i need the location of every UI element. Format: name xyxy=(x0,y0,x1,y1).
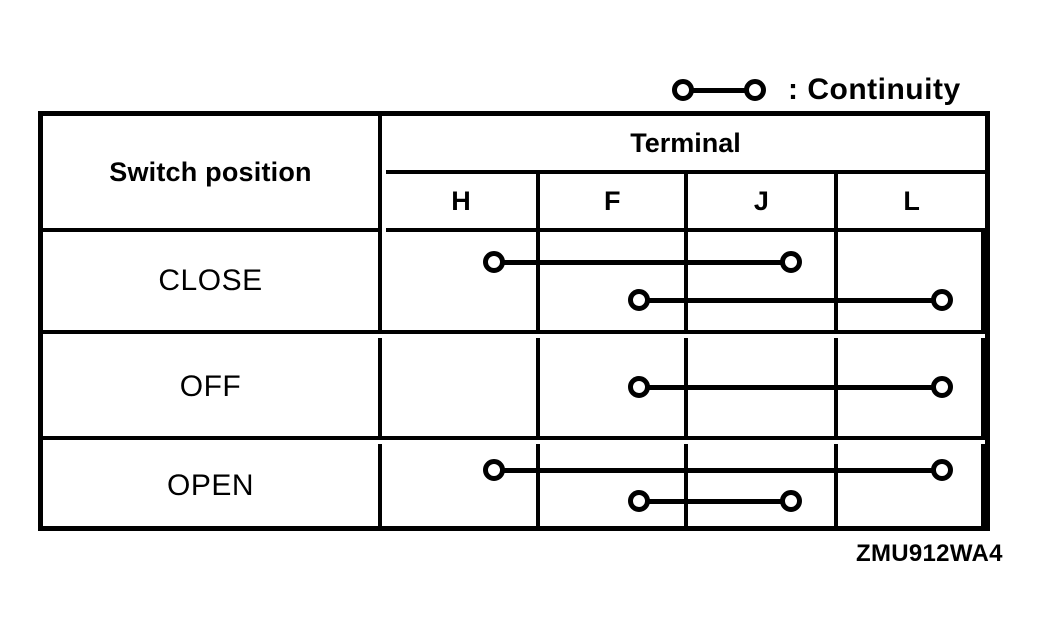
table-row: OFF xyxy=(43,338,985,440)
column-header-terminal-h: H xyxy=(386,174,540,228)
cell-close-j xyxy=(688,232,839,330)
cell-close-l xyxy=(838,232,985,330)
cell-close-f xyxy=(540,232,689,330)
table-row: CLOSE xyxy=(43,232,985,334)
cell-off-l xyxy=(838,338,985,436)
continuity-legend: : Continuity xyxy=(672,66,992,114)
row-cells-close xyxy=(386,232,985,330)
row-cells-off xyxy=(386,338,985,436)
cell-close-h xyxy=(386,232,540,330)
terminal-column-headers: H F J L xyxy=(386,174,985,232)
column-header-terminal-f: F xyxy=(540,174,689,228)
row-cells-open xyxy=(386,444,985,527)
switch-continuity-table: Switch position Terminal H F J L CLOSE O… xyxy=(38,111,990,531)
cell-off-h xyxy=(386,338,540,436)
continuity-symbol-icon xyxy=(672,70,782,110)
legend-label: : Continuity xyxy=(788,73,961,106)
document-reference-code: ZMU912WA4 xyxy=(856,540,1003,567)
legend-node-left-icon xyxy=(672,79,694,101)
column-header-terminal-l: L xyxy=(903,185,920,216)
cell-off-f xyxy=(540,338,689,436)
column-header-switch-position: Switch position xyxy=(43,116,382,232)
row-label-open: OPEN xyxy=(43,444,382,527)
cell-open-f xyxy=(540,444,689,527)
legend-node-right-icon xyxy=(744,79,766,101)
cell-off-j xyxy=(688,338,839,436)
row-label-close: CLOSE xyxy=(43,232,382,330)
cell-open-h xyxy=(386,444,540,527)
legend-link-line xyxy=(690,88,758,93)
cell-open-l xyxy=(838,444,985,527)
table-row: OPEN xyxy=(43,444,985,527)
cell-open-j xyxy=(688,444,839,527)
column-group-header-terminal: Terminal xyxy=(386,116,985,174)
table-header: Switch position Terminal H F J L xyxy=(43,116,985,232)
row-label-off: OFF xyxy=(43,338,382,436)
column-header-terminal-j: J xyxy=(688,174,839,228)
